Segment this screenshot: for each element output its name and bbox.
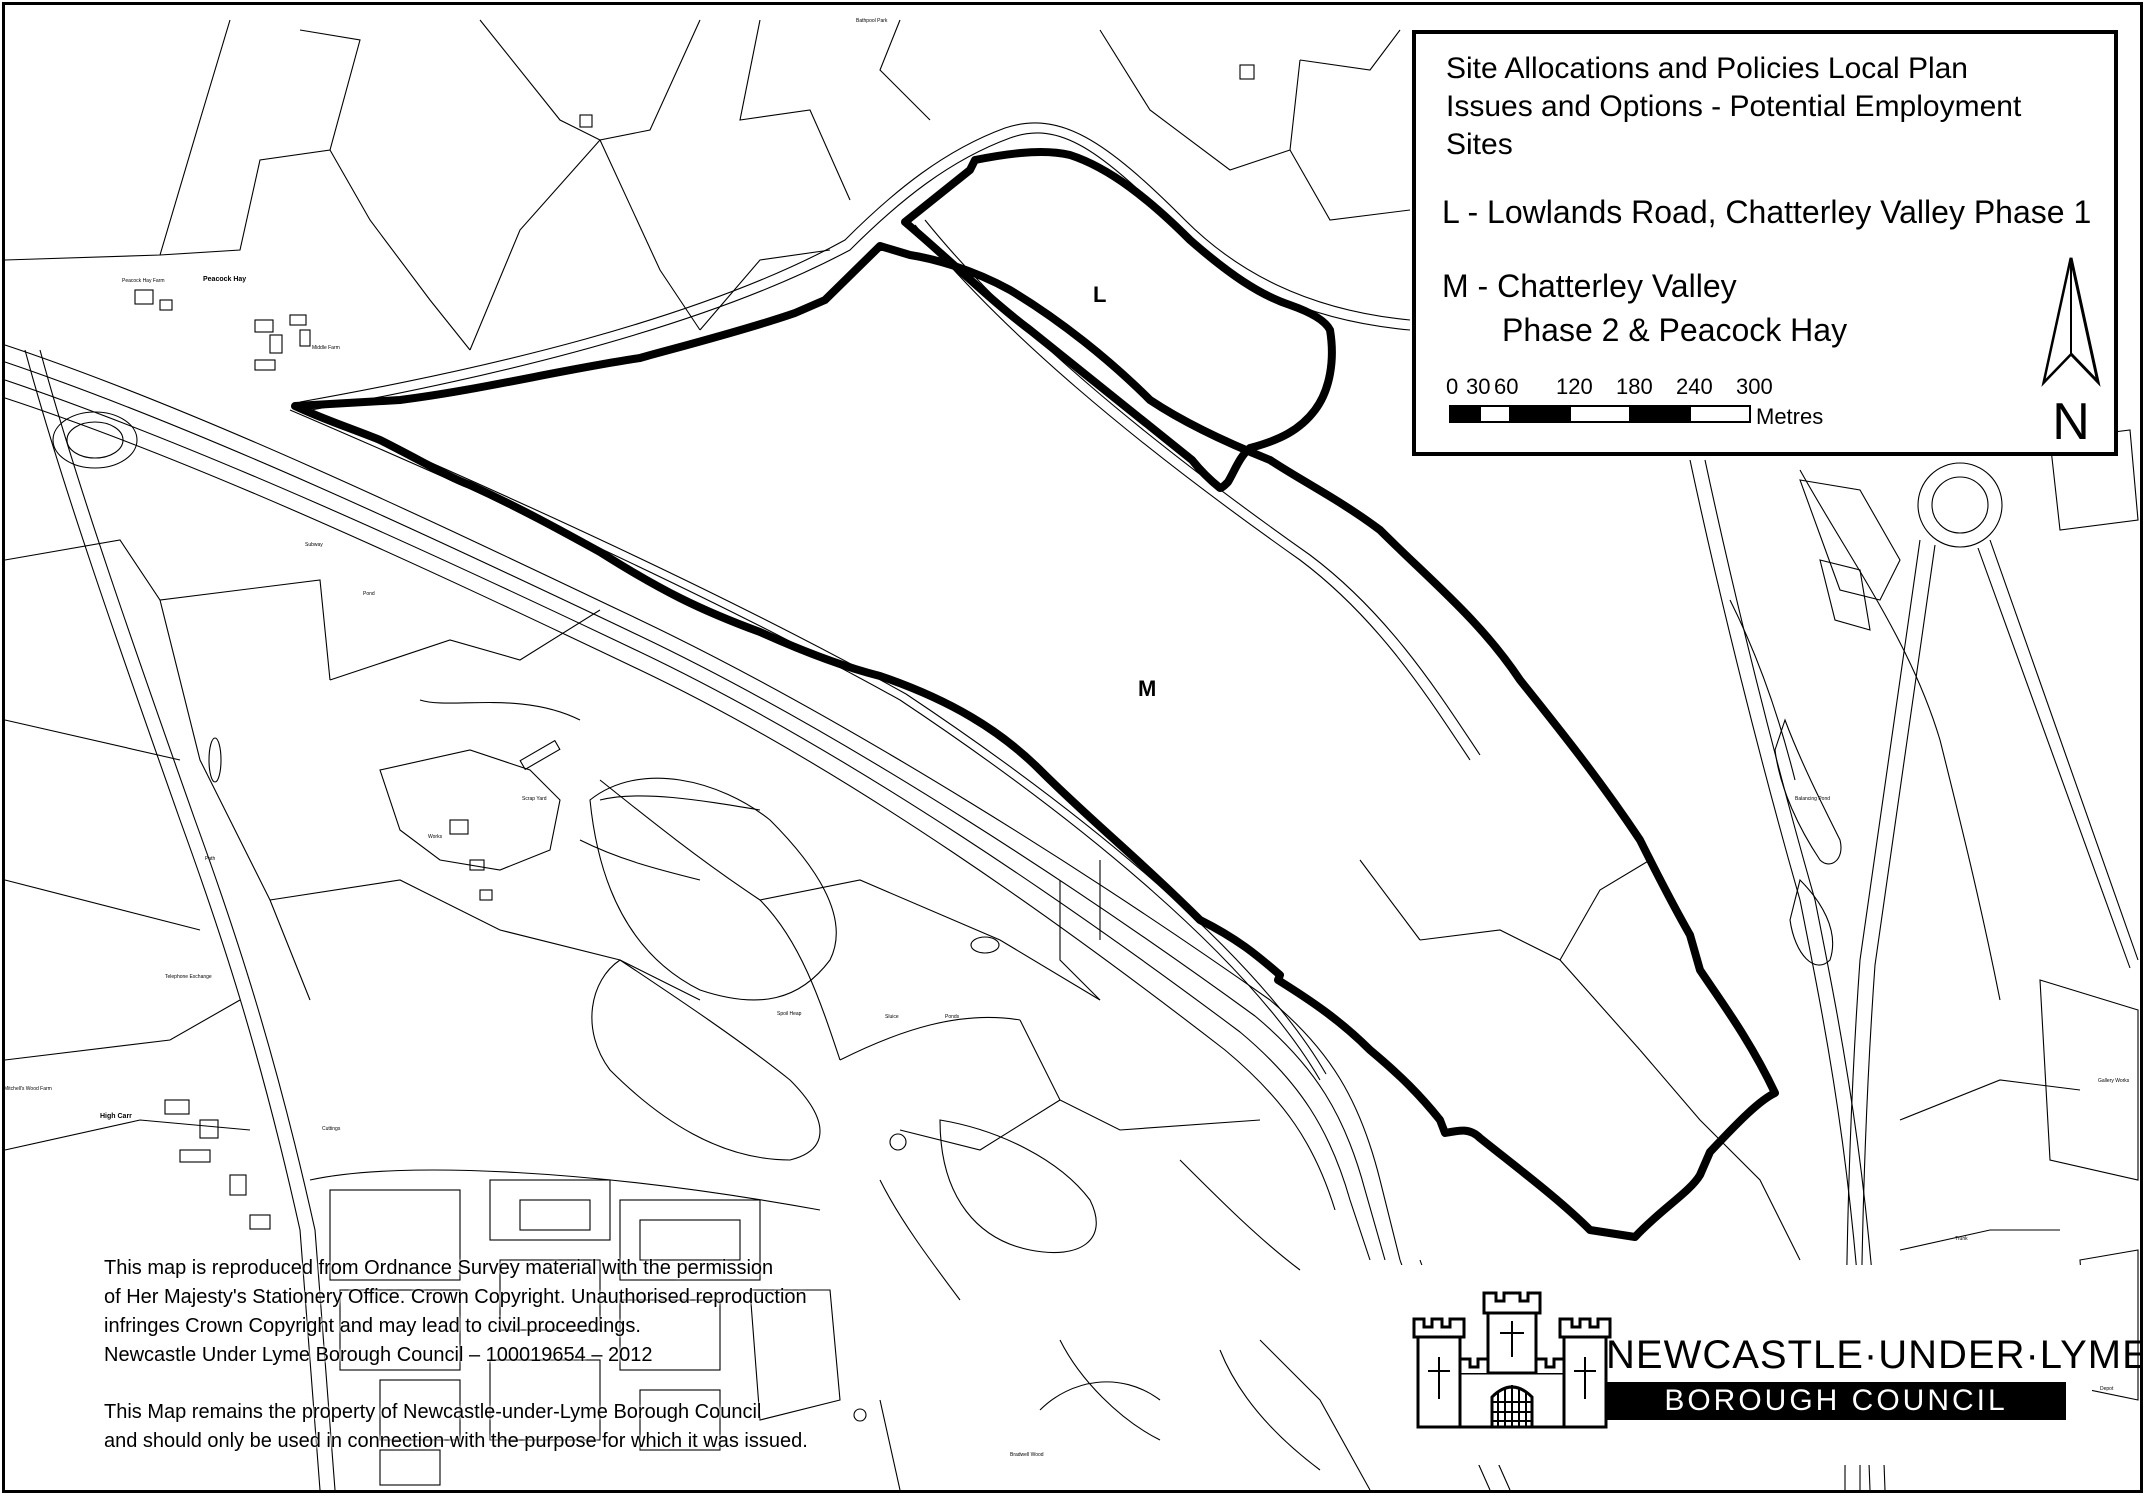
site-m-label: M [1138, 676, 1157, 701]
place-mitchells-wood-farm: Mitchell's Wood Farm [4, 1086, 52, 1092]
copyright-line: and should only be used in connection wi… [104, 1430, 808, 1452]
site-m-boundary[interactable] [291, 242, 1779, 1241]
place-scrap-yard: Scrap Yard [522, 796, 547, 802]
site-l-label: L [1093, 282, 1107, 307]
legend-site-l: L - Lowlands Road, Chatterley Valley Pha… [1442, 194, 2092, 230]
north-label: N [2052, 393, 2090, 444]
scale-unit: Metres [1756, 404, 1823, 429]
council-subtitle: BOROUGH COUNCIL [1606, 1382, 2066, 1420]
copyright-line: Newcastle Under Lyme Borough Council – 1… [104, 1344, 653, 1366]
legend-title-line: Issues and Options - Potential Employmen… [1446, 90, 2022, 123]
scale-tick-label: 0 [1446, 374, 1458, 399]
scale-tick-label: 120 [1556, 374, 1593, 399]
place-ponds: Ponds [945, 1014, 960, 1020]
north-arrow-icon: N [2036, 254, 2106, 451]
place-peacock-hay-farm: Peacock Hay Farm [122, 278, 165, 284]
place-peacock-hay: Peacock Hay [203, 276, 246, 283]
legend-site-m: M - Chatterley Valley [1442, 268, 1737, 304]
scale-tick-label: 60 [1494, 374, 1518, 399]
place-path: Path [205, 856, 216, 862]
copyright-line: infringes Crown Copyright and may lead t… [104, 1315, 641, 1337]
scale-bar: 0 30 60 120 180 240 300 Metres [1446, 364, 1866, 449]
legend-title-line: Sites [1446, 128, 1513, 161]
place-depot: Depot [2100, 1386, 2114, 1392]
place-high-carr: High Carr [100, 1113, 132, 1120]
site-l-boundary[interactable] [901, 148, 1336, 492]
scale-tick-label: 180 [1616, 374, 1653, 399]
place-subway: Subway [305, 542, 323, 548]
place-works: Works [428, 834, 443, 840]
castle-crest-icon [1412, 1291, 1612, 1429]
scale-tick-label: 300 [1736, 374, 1773, 399]
copyright-line: of Her Majesty's Stationery Office. Crow… [104, 1286, 807, 1308]
place-sluice: Sluice [885, 1014, 899, 1020]
scale-tick-label: 240 [1676, 374, 1713, 399]
place-bradwell-wood: Bradwell Wood [1010, 1452, 1044, 1458]
place-bathpool-park: Bathpool Park [856, 18, 888, 24]
map-legend: Site Allocations and Policies Local Plan… [1412, 30, 2118, 456]
copyright-line: This map is reproduced from Ordnance Sur… [104, 1257, 774, 1279]
legend-title-line: Site Allocations and Policies Local Plan [1446, 52, 1968, 85]
place-telephone-exchange: Telephone Exchange [165, 974, 212, 980]
council-name: NEWCASTLE·UNDER·LYME [1606, 1333, 2143, 1377]
copyright-line: This Map remains the property of Newcast… [104, 1401, 762, 1423]
place-balancing-pond: Balancing Pond [1795, 796, 1830, 802]
copyright-notice: This map is reproduced from Ordnance Sur… [104, 1254, 864, 1456]
place-middle-farm: Middle Farm [312, 345, 340, 351]
place-spoil-heap: Spoil Heap [777, 1011, 802, 1017]
place-gallery-works: Gallery Works [2098, 1078, 2130, 1084]
place-cuttings: Cuttings [322, 1126, 341, 1132]
legend-site-m-continued: Phase 2 & Peacock Hay [1502, 312, 1848, 348]
council-branding: NEWCASTLE·UNDER·LYME BOROUGH COUNCIL [1392, 1265, 2143, 1465]
legend-title: Site Allocations and Policies Local Plan… [1446, 50, 2086, 164]
place-trunk: Trunk [1955, 1236, 1968, 1242]
scale-tick-label: 30 [1466, 374, 1490, 399]
place-pond: Pond [363, 591, 375, 597]
